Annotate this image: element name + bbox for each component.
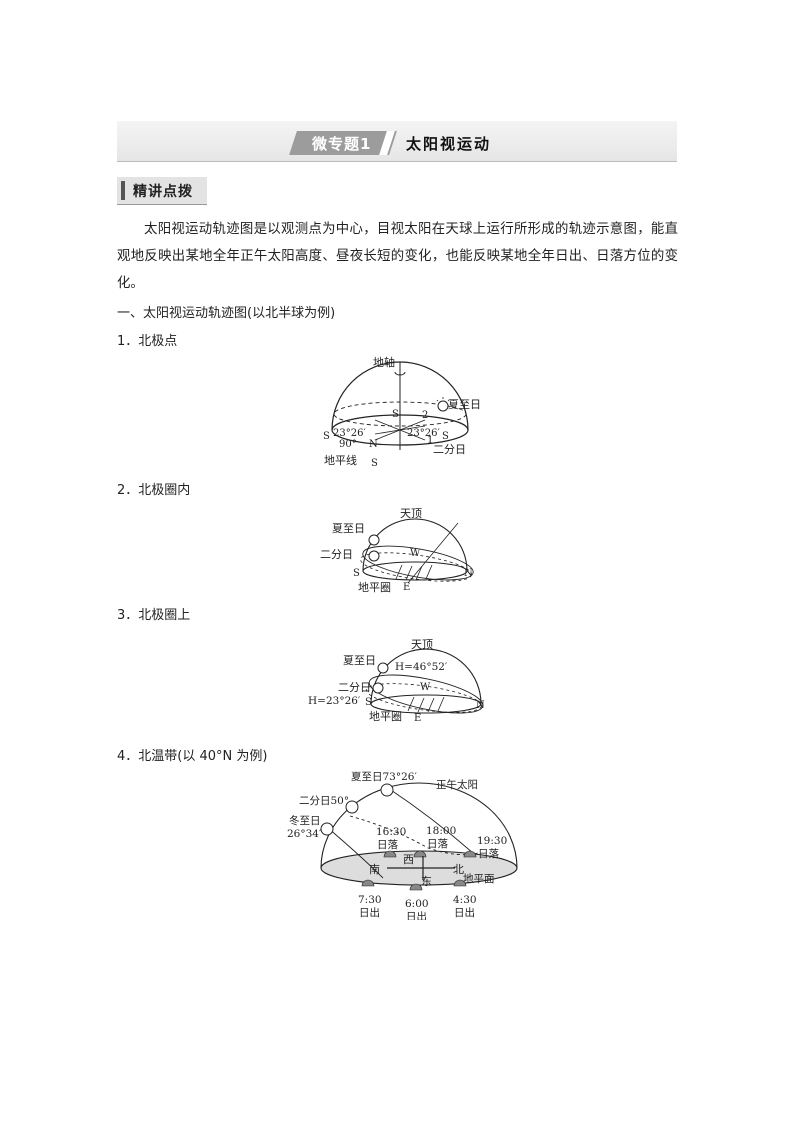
fig4-sunset-time-2: 18:00: [426, 825, 456, 837]
fig4-sunrise-label-1: 日出: [359, 906, 380, 919]
heading-1: 1．北极点: [117, 334, 178, 349]
fig4-south: 南: [369, 863, 380, 876]
fig4-sunrise-time-1: 7:30: [358, 894, 382, 906]
fig4-east: 东: [421, 875, 432, 888]
section-header: 精讲点拨: [117, 177, 207, 205]
fig1-n: N: [369, 439, 378, 450]
fig4-sunset-label-3: 日落: [478, 848, 499, 860]
fig3-zenith-label: 天顶: [411, 638, 433, 651]
fig2-zenith-label: 天顶: [400, 507, 422, 520]
fig2-w: W: [410, 548, 421, 559]
fig1-equinox-label: 二分日: [433, 443, 466, 456]
fig1-s-bottom: S: [371, 458, 378, 469]
fig4-sunset-label-2: 日落: [427, 838, 448, 850]
fig2-n: N: [464, 568, 473, 579]
fig1-s-left: S: [323, 431, 330, 442]
figure-north-temperate: 夏至日73°26′ 正午太阳 二分日50° 冬至日 26°34′ 16:30 日…: [287, 771, 518, 920]
fig2-s: S: [353, 568, 360, 579]
fig1-label-2: 2: [422, 410, 428, 421]
fig1-axis-label: 地轴: [373, 355, 395, 369]
section-bar: [121, 181, 125, 200]
fig3-s: S: [365, 697, 372, 708]
fig4-sunrise-time-3: 4:30: [453, 894, 477, 906]
intro-paragraph: 太阳视运动轨迹图是以观测点为中心，目视太阳在天球上运行所形成的轨迹示意图，能直观…: [117, 222, 678, 291]
heading-3: 3．北极圈上: [117, 608, 191, 623]
fig2-circle-label: 地平圈: [358, 581, 391, 594]
fig3-w: W: [420, 682, 431, 693]
banner-tag: 微专题1: [312, 135, 372, 153]
fig3-circle-label: 地平圈: [369, 710, 402, 723]
fig4-plane: 地平面: [463, 872, 495, 885]
fig4-west: 西: [403, 853, 414, 866]
header-banner: [117, 121, 677, 161]
heading-4: 4．北温带(以 40°N 为例): [117, 749, 268, 764]
figure-arctic-circle-inside: 天顶 夏至日 二分日 地平圈 W E S N: [320, 507, 474, 594]
fig4-sunrise-label-3: 日出: [454, 906, 475, 919]
fig4-sunset-time-3: 19:30: [477, 835, 507, 847]
fig1-angle-left: 23°26′: [333, 428, 366, 439]
fig4-summer-label: 夏至日73°26′: [351, 771, 417, 783]
fig2-summer-label: 夏至日: [332, 522, 365, 535]
figure-arctic-circle: 天顶 夏至日 H=46°52′ 二分日 H=23°26′ 地平圈 W E S N: [308, 638, 485, 724]
fig1-s-top: S: [392, 409, 399, 420]
heading-main: 一、太阳视运动轨迹图(以北半球为例): [117, 306, 336, 321]
page-title: 太阳视运动: [406, 135, 492, 153]
heading-2: 2．北极圈内: [117, 483, 191, 498]
fig4-sunset-time-1: 16:30: [376, 826, 406, 838]
fig1-s-right: S: [442, 431, 449, 442]
figure-north-pole: 地轴 夏至日 二分日 地平线 23°26′ 23°26′ 90° N S S S…: [323, 355, 481, 469]
fig4-equinox-label: 二分日50°: [299, 795, 349, 807]
fig4-noon-label: 正午太阳: [436, 778, 478, 791]
fig4-sunset-label-1: 日落: [377, 839, 398, 851]
section-title: 精讲点拨: [133, 184, 193, 200]
fig3-equinox-label: 二分日: [338, 681, 371, 694]
fig3-n: N: [476, 700, 485, 711]
fig1-horizon-label: 地平线: [324, 453, 357, 467]
fig2-e: E: [403, 582, 410, 593]
fig4-sunrise-label-2: 日出: [406, 910, 427, 920]
fig1-angle-right: 23°26′: [407, 428, 440, 439]
fig4-north: 北: [453, 863, 464, 876]
fig3-summer-label: 夏至日: [343, 654, 376, 667]
fig1-right-angle: 90°: [339, 439, 357, 450]
fig3-h1: H=46°52′: [395, 661, 448, 673]
fig3-e: E: [414, 713, 421, 724]
banner-divider: [117, 161, 677, 162]
fig1-summer-label: 夏至日: [448, 398, 481, 411]
fig2-equinox-label: 二分日: [320, 548, 353, 561]
fig4-winter-angle: 26°34′: [287, 828, 322, 840]
fig4-winter-label: 冬至日: [289, 814, 321, 827]
fig4-sunrise-time-2: 6:00: [405, 898, 429, 910]
fig3-h2: H=23°26′: [308, 695, 361, 707]
fig1-label-1: 1: [427, 435, 433, 446]
